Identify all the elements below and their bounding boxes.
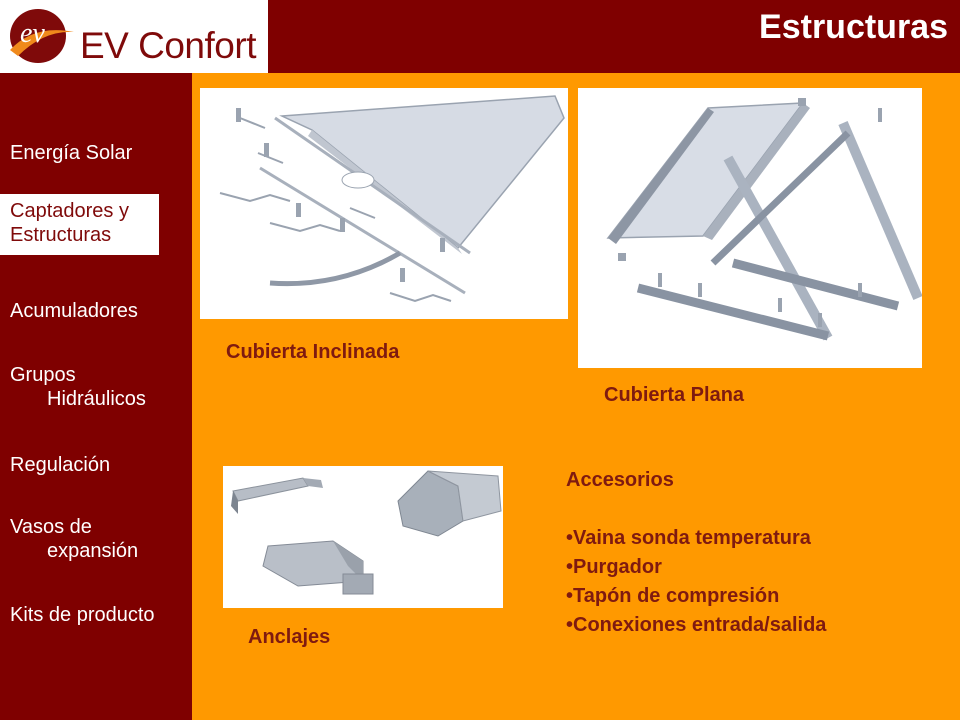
list-item: •Conexiones entrada/salida (566, 614, 827, 636)
flat-roof-structure-image (578, 88, 922, 368)
anchors-image (223, 466, 503, 608)
sidebar-item-energia-solar[interactable]: Energía Solar (10, 141, 132, 165)
ev-logo-mark: ev (10, 9, 74, 63)
list-item: •Vaina sonda temperatura (566, 527, 811, 549)
sidebar-item-label: Captadores y Estructuras (10, 200, 129, 246)
logo-text: EV Confort (80, 25, 256, 66)
caption-anclajes: Anclajes (248, 626, 331, 648)
sidebar: Energía Solar Captadores y Estructuras A… (0, 73, 192, 720)
sidebar-item-captadores-active[interactable]: Captadores y Estructuras (0, 194, 159, 255)
inclined-roof-structure-image (200, 88, 568, 319)
sidebar-item-label-line1: Vasos de (10, 516, 92, 538)
sidebar-item-acumuladores[interactable]: Acumuladores (10, 299, 138, 323)
sidebar-item-regulacion[interactable]: Regulación (10, 453, 110, 477)
svg-text:ev: ev (20, 18, 45, 49)
sidebar-item-label: Regulación (10, 454, 111, 476)
list-item: •Tapón de compresión (566, 585, 780, 607)
accessories-title: Accesorios (566, 469, 674, 491)
sidebar-item-label: Acumuladores (10, 300, 138, 322)
sidebar-item-kits-producto[interactable]: Kits de producto (10, 603, 155, 627)
sidebar-item-vasos-expansion[interactable]: Vasos de expansión (10, 515, 138, 563)
page-title: Estructuras (759, 8, 948, 46)
accessories-list: Accesorios •Vaina sonda temperatura •Pur… (566, 466, 826, 640)
logo[interactable]: ev EV Confort (0, 0, 268, 73)
sidebar-item-label-line1: Grupos (10, 364, 76, 386)
header-bar: ev EV Confort Estructuras (0, 0, 960, 73)
sidebar-item-label: Kits de producto (10, 604, 155, 626)
caption-cubierta-plana: Cubierta Plana (604, 384, 745, 406)
sidebar-item-label-line2: Hidráulicos (47, 388, 146, 410)
list-item: •Purgador (566, 556, 662, 578)
caption-cubierta-inclinada: Cubierta Inclinada (226, 341, 400, 363)
sidebar-item-grupos-hidraulicos[interactable]: Grupos Hidráulicos (10, 363, 146, 411)
sidebar-item-label-line2: expansión (47, 540, 139, 562)
sidebar-item-label: Energía Solar (10, 142, 133, 164)
